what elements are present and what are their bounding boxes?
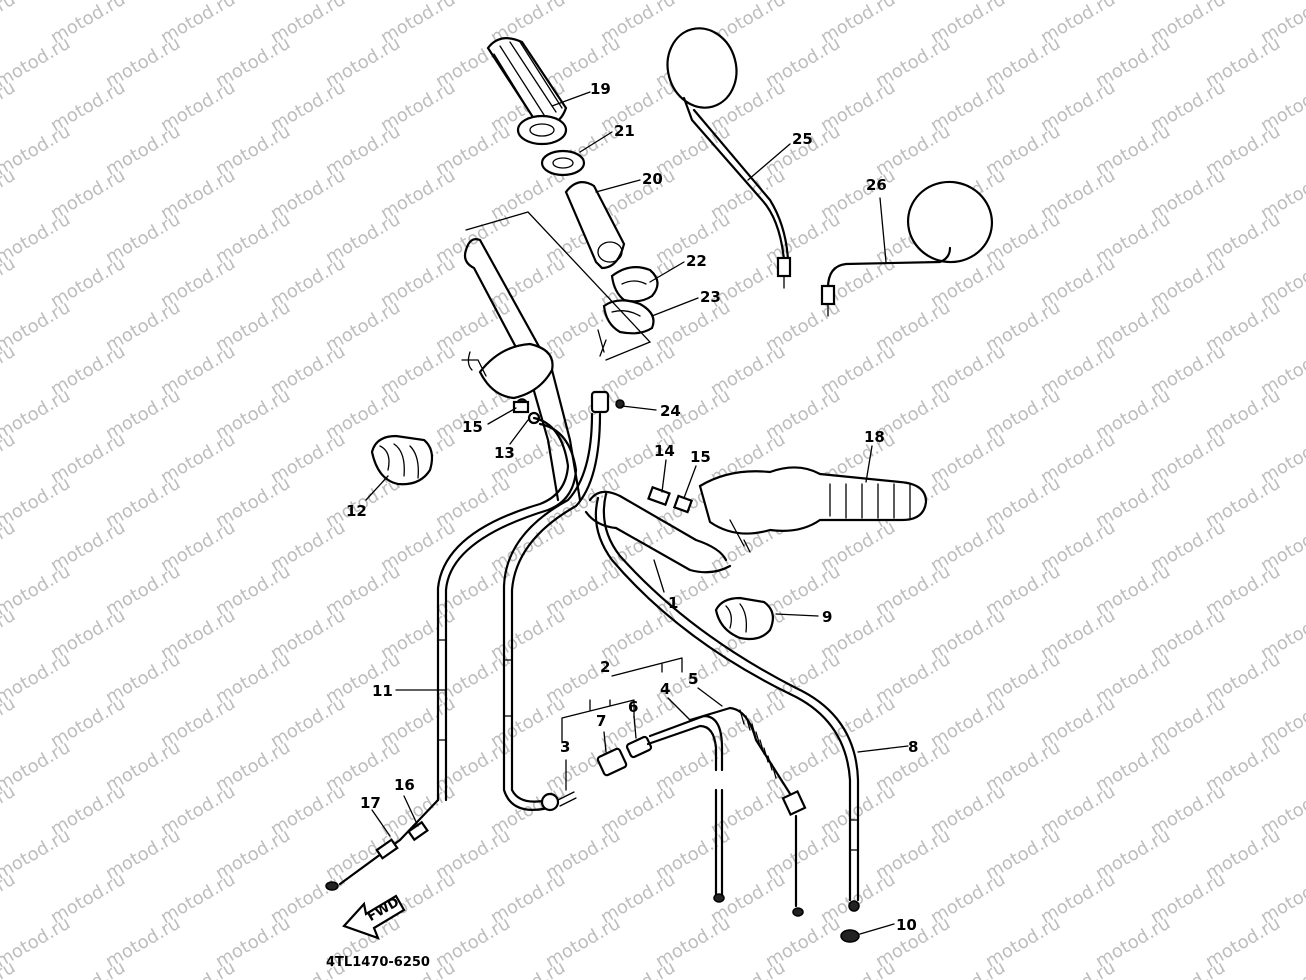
callout-5: 5: [688, 670, 698, 688]
part-23-housing-lower: [597, 299, 655, 357]
watermark-text: motod.ru: [0, 517, 19, 576]
callout-19: 19: [590, 80, 611, 98]
callout-14: 14: [654, 442, 675, 460]
watermark-text: motod.ru: [0, 77, 19, 136]
watermark-text: motod.ru: [0, 165, 19, 224]
callout-20: 20: [642, 170, 663, 188]
watermark-text: motod.ru: [1037, 957, 1119, 980]
callout-25: 25: [792, 130, 813, 148]
callout-12: 12: [346, 502, 367, 520]
callout-6: 6: [628, 698, 638, 716]
part-18-right-grip: [698, 466, 928, 553]
part-10-nipple: [840, 929, 860, 943]
part-11-clutch-cable: [325, 416, 578, 891]
part-8-cable: [594, 492, 860, 912]
callout-labels: 19 21 20 22 23 24 25 26 15 13 12 14 15 1…: [346, 80, 918, 934]
callout-26: 26: [866, 176, 887, 194]
part-25-left-mirror: [666, 27, 792, 289]
callout-18: 18: [864, 428, 885, 446]
watermark-text: motod.ru: [157, 957, 239, 980]
callout-1: 1: [668, 594, 678, 612]
watermark-text: motod.ru: [0, 429, 19, 488]
callout-7: 7: [596, 712, 606, 730]
part-cable-4-lower: [713, 788, 725, 903]
watermark-text: motod.ru: [0, 0, 19, 48]
part-2-throttle-cable: [502, 412, 602, 812]
callout-13: 13: [494, 444, 515, 462]
watermark-text: motod.ru: [487, 957, 569, 980]
watermark-text: motod.ru: [707, 957, 789, 980]
part-14-15-right-adjusters: [647, 485, 694, 514]
part-13-15-left-adjusters: [512, 400, 541, 425]
watermark-text: motod.ru: [1147, 957, 1229, 980]
part-21-collar: [540, 149, 586, 177]
part-4-5-cable: [688, 706, 807, 917]
callout-17-text: 17: [360, 794, 381, 812]
watermark-text: motod.ru: [0, 605, 19, 664]
callout-3: 3: [560, 738, 570, 756]
watermark-text: motod.ru: [47, 957, 129, 980]
part-12-bracket: [370, 434, 434, 486]
part-19-left-grip: [486, 37, 568, 146]
callout-10: 10: [896, 916, 917, 934]
callout-21: 21: [614, 122, 635, 140]
callout-9: 9: [822, 608, 832, 626]
watermark-text: motod.ru: [0, 693, 19, 752]
callout-24: 24: [660, 402, 681, 420]
callout-4: 4: [660, 680, 670, 698]
part-9-bracket: [714, 596, 775, 641]
reference-code: 4TL1470-6250: [326, 955, 430, 970]
part-20-throttle-sleeve: [564, 181, 626, 270]
watermark-text: motod.ru: [0, 253, 19, 312]
watermark-text: motod.ru: [0, 781, 19, 840]
watermark-text: motod.ru: [817, 957, 899, 980]
callout-22: 22: [686, 252, 707, 270]
leader-lines: [365, 91, 909, 935]
part-26-right-mirror: [820, 180, 994, 317]
callout-23: 23: [700, 288, 721, 306]
watermark-text: motod.ru: [1257, 957, 1306, 980]
watermark-text: motod.ru: [0, 869, 19, 928]
watermark-text: motod.ru: [597, 957, 679, 980]
callout-2: 2: [600, 658, 610, 676]
callout-15a: 15: [462, 418, 483, 436]
callout-8: 8: [908, 738, 918, 756]
callout-11: 11: [372, 682, 393, 700]
watermark-text: motod.ru: [0, 341, 19, 400]
watermark-text: motod.ru: [927, 957, 1009, 980]
callout-15b: 15: [690, 448, 711, 466]
callout-16: 16: [394, 776, 415, 794]
part-22-housing-upper: [610, 265, 659, 303]
